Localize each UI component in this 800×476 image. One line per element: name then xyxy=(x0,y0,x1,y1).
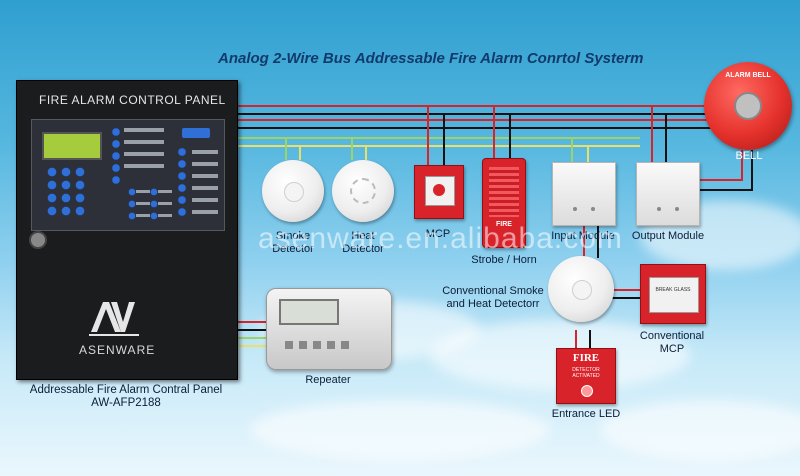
asenware-logo-icon xyxy=(89,302,139,336)
bell-face-label: ALARM BELL xyxy=(725,72,771,79)
entrance-led-face-sub: DETECTOR ACTIVATED xyxy=(572,367,600,379)
conventional-detector-icon xyxy=(548,256,614,322)
heat-detector-icon xyxy=(332,160,394,222)
conventional-detector-label: Conventional Smoke and Heat Detectorr xyxy=(442,285,544,310)
panel-button-grid xyxy=(47,127,218,220)
panel-faceplate xyxy=(31,119,225,231)
repeater-label: Repeater xyxy=(305,374,351,386)
strobe-face-label: FIRE xyxy=(496,221,512,228)
panel-caption: Addressable Fire Alarm Contral Panel AW-… xyxy=(16,384,236,410)
cloud xyxy=(600,400,800,460)
bell-feed xyxy=(700,150,743,181)
fire-alarm-control-panel: FIRE ALARM CONTROL PANEL xyxy=(16,80,238,380)
conventional-mcp-label: Conventional MCP xyxy=(639,330,705,355)
output-module-icon xyxy=(636,162,700,226)
mcp-icon xyxy=(414,165,464,219)
output-module-label: Output Module xyxy=(631,230,705,242)
cloud xyxy=(250,400,550,460)
heat-detector-label: Heat Detector xyxy=(342,230,384,255)
diagram-title: Analog 2-Wire Bus Addressable Fire Alarm… xyxy=(218,50,644,67)
watermark: asenware.en.alibaba.com xyxy=(258,222,623,255)
strobe-horn-label: Strobe / Horn xyxy=(471,254,537,266)
smoke-detector-label: Smoke Detector xyxy=(272,230,314,255)
alarm-bell-icon: ALARM BELL xyxy=(704,62,792,150)
conventional-mcp-face-label: BREAK GLASS xyxy=(655,287,691,293)
conventional-mcp-icon: BREAK GLASS xyxy=(640,264,706,324)
entrance-led-label: Entrance LED xyxy=(551,408,621,420)
bell-feed xyxy=(700,150,753,191)
key-lock-icon[interactable] xyxy=(29,231,47,249)
entrance-led-face-title: FIRE xyxy=(572,352,600,364)
mcp-label: MCP xyxy=(425,228,451,240)
panel-caption-line2: AW-AFP2188 xyxy=(91,397,161,409)
entrance-led-icon: FIRE DETECTOR ACTIVATED xyxy=(556,348,616,404)
input-module-label: Input Module xyxy=(551,230,615,242)
input-module-icon xyxy=(552,162,616,226)
panel-caption-line1: Addressable Fire Alarm Contral Panel xyxy=(29,384,223,396)
repeater-icon xyxy=(266,288,392,370)
smoke-detector-icon xyxy=(262,160,324,222)
panel-lcd-display xyxy=(42,132,102,160)
strobe-horn-icon: FIRE xyxy=(482,158,526,248)
bell-label: BELL xyxy=(735,150,763,162)
panel-brand: ASENWARE xyxy=(79,343,156,357)
panel-heading: FIRE ALARM CONTROL PANEL xyxy=(39,93,226,107)
